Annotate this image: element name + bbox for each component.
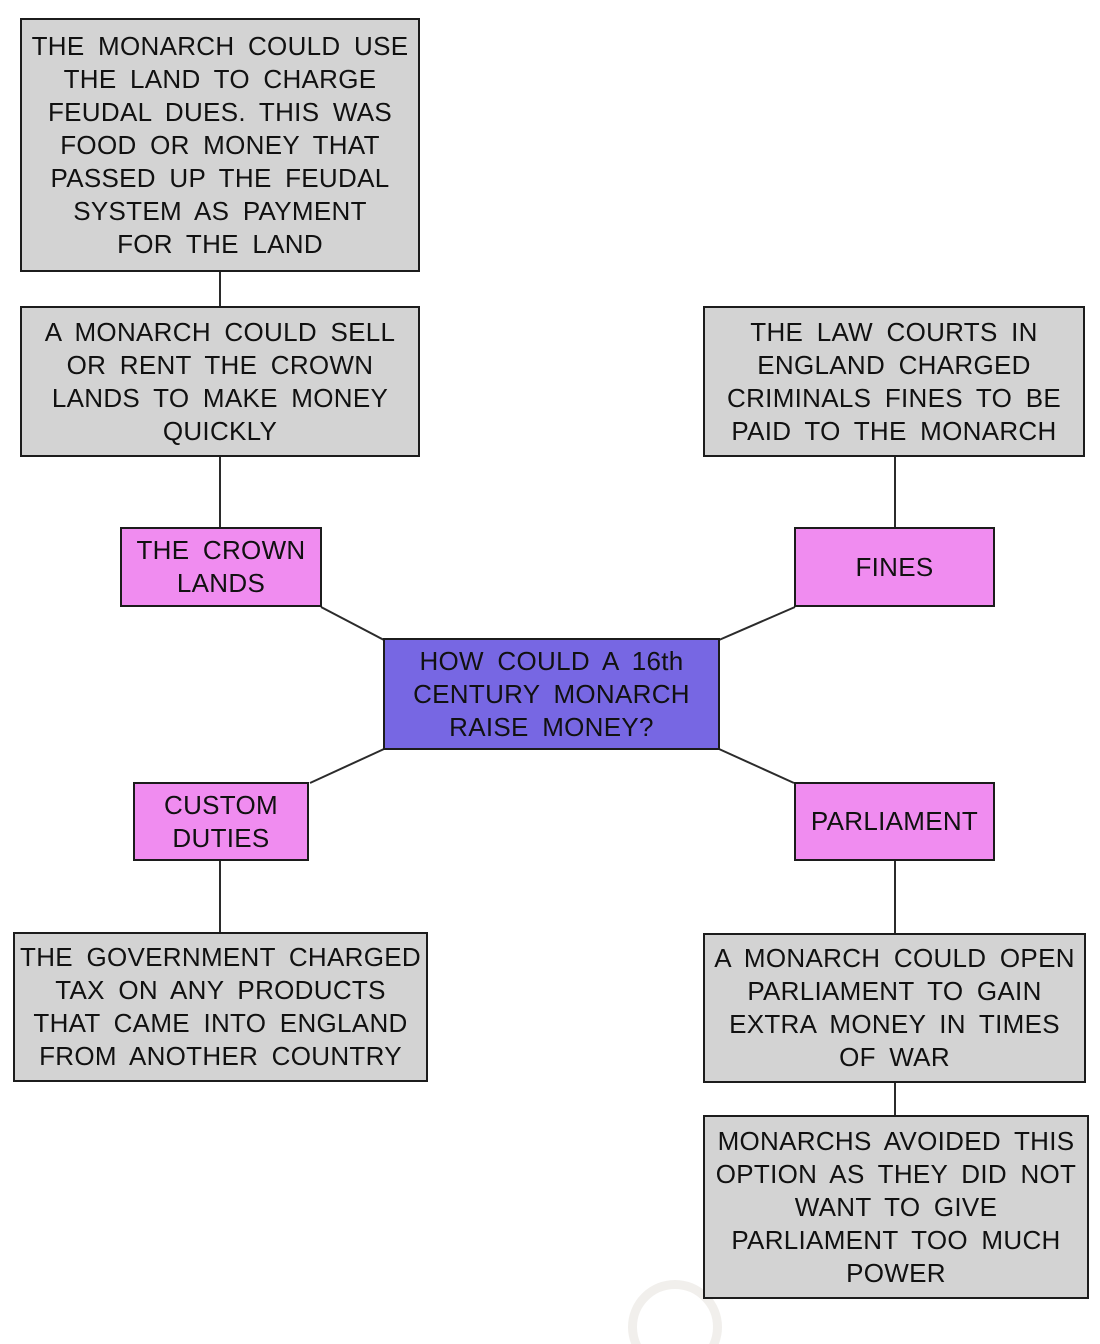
branch-fines-label: FINES <box>855 551 934 582</box>
central-topic-label: HOW COULD A 16th CENTURY MONARCH RAISE M… <box>413 645 690 742</box>
faint-watermark <box>628 1280 722 1344</box>
note-avoid-parliament-text: MONARCHS AVOIDED THIS OPTION AS THEY DID… <box>715 1125 1077 1288</box>
note-customs-tax: THE GOVERNMENT CHARGED TAX ON ANY PRODUC… <box>13 932 428 1082</box>
branch-crown-lands-label: THE CROWN LANDS <box>136 535 306 598</box>
note-open-parliament: A MONARCH COULD OPEN PARLIAMENT TO GAIN … <box>703 933 1086 1083</box>
note-avoid-parliament: MONARCHS AVOIDED THIS OPTION AS THEY DID… <box>703 1115 1089 1299</box>
note-sell-rent: A MONARCH COULD SELL OR RENT THE CROWN L… <box>20 306 420 457</box>
note-law-courts-text: THE LAW COURTS IN ENGLAND CHARGED CRIMIN… <box>727 316 1061 446</box>
note-feudal-dues: THE MONARCH COULD USE THE LAND TO CHARGE… <box>20 18 420 272</box>
branch-crown-lands: THE CROWN LANDS <box>120 527 322 607</box>
note-customs-tax-text: THE GOVERNMENT CHARGED TAX ON ANY PRODUC… <box>20 942 421 1071</box>
branch-parliament: PARLIAMENT <box>794 782 995 861</box>
connector-crownlands-to-topic <box>320 606 385 641</box>
central-topic: HOW COULD A 16th CENTURY MONARCH RAISE M… <box>383 638 720 750</box>
connector-topic-to-parliament <box>718 748 795 784</box>
branch-custom-duties: CUSTOM DUTIES <box>133 782 309 861</box>
branch-parliament-label: PARLIAMENT <box>810 806 979 836</box>
note-sell-rent-text: A MONARCH COULD SELL OR RENT THE CROWN L… <box>44 316 396 446</box>
connector-topic-to-customduties <box>309 748 385 784</box>
note-feudal-dues-text: THE MONARCH COULD USE THE LAND TO CHARGE… <box>31 30 409 259</box>
branch-custom-duties-label: CUSTOM DUTIES <box>164 789 278 853</box>
note-open-parliament-text: A MONARCH COULD OPEN PARLIAMENT TO GAIN … <box>714 943 1075 1072</box>
note-law-courts: THE LAW COURTS IN ENGLAND CHARGED CRIMIN… <box>703 306 1085 457</box>
branch-fines: FINES <box>794 527 995 607</box>
connector-fines-to-topic <box>718 606 796 641</box>
